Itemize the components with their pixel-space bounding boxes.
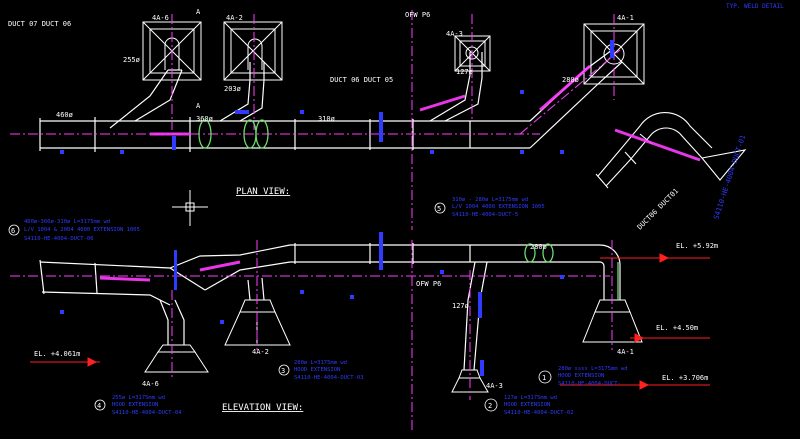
label-elev-hood-4A-6: 4A-6 xyxy=(142,380,159,388)
svg-text:HOOD EXTENSION: HOOD EXTENSION xyxy=(112,402,158,408)
elev-hood-4A-6 xyxy=(144,344,209,373)
callout-4: 4 255ø L=3175mm wd HOOD EXTENSION S4110-… xyxy=(94,395,182,416)
svg-text:5: 5 xyxy=(437,205,441,213)
label-section-a-bottom: A xyxy=(196,102,201,110)
centerlines xyxy=(10,10,621,430)
level-5-92: EL. +5.92m xyxy=(676,242,718,250)
elevation-view-title: ELEVATION VIEW: xyxy=(222,403,303,413)
svg-text:S4110-HE-4004-DUCT-04: S4110-HE-4004-DUCT-04 xyxy=(112,410,182,416)
svg-text:L/V 1004 & 2004 4000 EXTENSION: L/V 1004 & 2004 4000 EXTENSION 1005 xyxy=(24,227,140,233)
label-elev-hood-4A-2: 4A-2 xyxy=(252,348,269,356)
svg-text:L/V 1004 4000 EXTENSION 1005: L/V 1004 4000 EXTENSION 1005 xyxy=(452,204,545,210)
svg-text:S4110-HE-4004-DUCT-03: S4110-HE-4004-DUCT-03 xyxy=(294,375,364,381)
label-duct07-06: DUCT 07 DUCT 06 xyxy=(8,20,71,28)
svg-text:280ø L=3175mm wd: 280ø L=3175mm wd xyxy=(294,360,347,366)
callout-2: 2 127ø L=3175mm wd HOOD EXTENSION S4110-… xyxy=(484,395,574,416)
label-d203: 203ø xyxy=(224,85,242,93)
plan-hood-4A-2 xyxy=(223,21,283,81)
label-elev-hood-4A-3: 4A-3 xyxy=(486,382,503,390)
callout-3: 3 280ø L=3175mm wd HOOD EXTENSION S4110-… xyxy=(278,360,364,381)
label-d310: 310ø xyxy=(318,115,336,123)
svg-text:3: 3 xyxy=(281,367,285,375)
callout-6: 6 460ø-360ø-310ø L=3175mm wd L/V 1004 & … xyxy=(8,219,140,242)
cad-crosshair xyxy=(172,190,208,226)
label-plan-hood-4A-3: 4A-3 xyxy=(446,30,463,38)
level-4-061: EL. +4.061m xyxy=(34,350,80,358)
callout-5: 5 310ø - 280ø L=3175mm wd L/V 1004 4000 … xyxy=(434,197,545,218)
label-section-a-top: A xyxy=(196,8,201,16)
svg-text:6: 6 xyxy=(11,227,15,235)
label-plan-hood-4A-2: 4A-2 xyxy=(226,14,243,22)
svg-text:S4110-HE-4004-DUCT-02: S4110-HE-4004-DUCT-02 xyxy=(504,410,574,416)
label-plan-hood-4A-6: 4A-6 xyxy=(152,14,169,22)
label-of-column-elev: OFW P6 xyxy=(416,280,441,288)
plan-view-title: PLAN VIEW: xyxy=(236,187,290,197)
label-elev-d280: 280ø xyxy=(530,243,548,251)
elev-main-duct xyxy=(39,243,621,371)
label-duct06-05: DUCT 06 DUCT 05 xyxy=(330,76,393,84)
svg-text:1: 1 xyxy=(542,374,546,382)
iso-duct-detail xyxy=(595,112,747,189)
svg-text:310ø - 280ø L=3175mm wd: 310ø - 280ø L=3175mm wd xyxy=(452,197,528,203)
label-d360: 360ø xyxy=(196,115,214,123)
svg-text:HOOD EXTENSION: HOOD EXTENSION xyxy=(504,402,550,408)
label-d127: 127ø xyxy=(456,68,474,76)
svg-text:280ø ssss L=3175mm wd: 280ø ssss L=3175mm wd xyxy=(558,366,628,372)
duct-highlights xyxy=(99,64,701,300)
svg-text:460ø-360ø-310ø L=3175mm wd: 460ø-360ø-310ø L=3175mm wd xyxy=(24,219,110,225)
svg-text:S4110-HE-4004-DUCT-5: S4110-HE-4004-DUCT-5 xyxy=(452,212,518,218)
label-elev-d127: 127ø xyxy=(452,302,470,310)
label-d280: 280ø xyxy=(562,76,580,84)
svg-text:127ø L=3175mm wd: 127ø L=3175mm wd xyxy=(504,395,557,401)
svg-text:HOOD EXTENSION: HOOD EXTENSION xyxy=(294,367,340,373)
level-4-50: EL. +4.50m xyxy=(656,324,698,332)
level-lines xyxy=(30,253,710,390)
svg-text:S4110-HE-4004-DUCT-: S4110-HE-4004-DUCT- xyxy=(558,381,621,387)
svg-text:HOOD EXTENSION: HOOD EXTENSION xyxy=(558,373,604,379)
label-d255: 255ø xyxy=(123,56,141,64)
label-plan-hood-4A-1: 4A-1 xyxy=(617,14,634,22)
dimension-marks xyxy=(60,40,614,376)
label-d460: 460ø xyxy=(56,111,74,119)
svg-text:2: 2 xyxy=(488,402,492,410)
svg-text:S4110-HE-4004-DUCT-06: S4110-HE-4004-DUCT-06 xyxy=(24,236,94,242)
label-elev-hood-4A-1: 4A-1 xyxy=(617,348,634,356)
corner-note: TYP. WELD DETAIL xyxy=(726,3,784,10)
callout-1: 1 280ø ssss L=3175mm wd HOOD EXTENSION S… xyxy=(538,366,628,387)
svg-text:4: 4 xyxy=(97,402,101,410)
level-3-706: EL. +3.706m xyxy=(662,374,708,382)
svg-text:255ø L=3175mm wd: 255ø L=3175mm wd xyxy=(112,395,165,401)
elev-hood-4A-1 xyxy=(582,299,643,343)
label-of-column-plan: OFW P6 xyxy=(405,11,430,19)
